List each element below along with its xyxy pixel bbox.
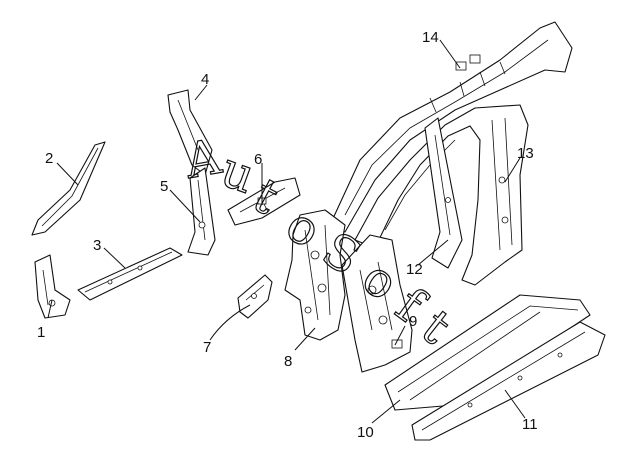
callout-1: 1 <box>37 324 45 341</box>
part-sill-reinforcement <box>77 247 183 301</box>
callout-7: 7 <box>203 339 211 356</box>
callout-14: 14 <box>422 29 439 46</box>
callout-2: 2 <box>45 150 53 167</box>
part-hinge-pillar <box>341 234 413 373</box>
part-b-pillar-inner <box>424 117 463 269</box>
part-inner-rocker <box>411 321 606 441</box>
callout-5: 5 <box>160 178 168 195</box>
part-outer-rocker <box>384 294 591 411</box>
part-lower-pillar-bracket <box>34 254 71 319</box>
callout-11: 11 <box>522 416 538 433</box>
callout-10: 10 <box>357 424 374 441</box>
callout-9: 9 <box>409 313 417 330</box>
part-a-pillar-trim <box>31 141 106 236</box>
callout-3: 3 <box>93 237 101 254</box>
part-gusset <box>237 274 273 319</box>
callout-12: 12 <box>406 261 423 278</box>
callout-labels: 1 2 3 4 5 6 7 8 9 10 11 12 13 14 <box>37 29 538 441</box>
part-cowl-side-panel <box>284 209 346 341</box>
callout-8: 8 <box>284 353 292 370</box>
callout-13: 13 <box>517 145 534 162</box>
part-pillar-lower <box>187 167 216 256</box>
part-roof-side-rail <box>329 21 573 233</box>
leader-lines <box>47 39 526 424</box>
callout-6: 6 <box>254 151 262 168</box>
callout-4: 4 <box>201 71 209 88</box>
